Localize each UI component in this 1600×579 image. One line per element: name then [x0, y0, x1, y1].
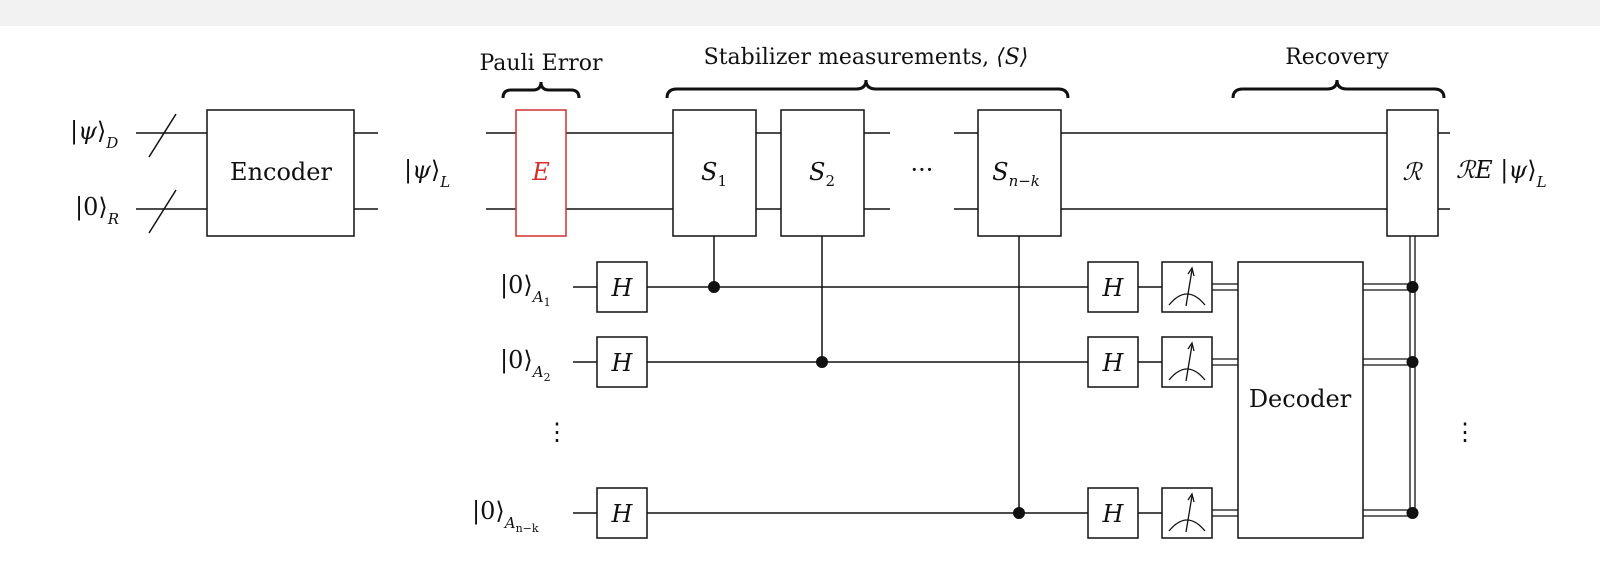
hadamard-label: H — [611, 274, 634, 302]
output-label-ket: ψ — [1508, 156, 1528, 184]
multiqubit-slash-2 — [148, 189, 177, 234]
stabilizer-heading-text: Stabilizer measurements, — [704, 45, 997, 70]
pauli-error-gate-label: E — [531, 158, 550, 186]
control-dot-s2 — [816, 356, 828, 368]
recovery-gate — [1386, 109, 1439, 237]
hadamard-label: H — [1102, 500, 1125, 528]
hadamard-gate — [596, 487, 648, 539]
classical-control-dot — [1406, 356, 1419, 368]
ancilla-1-label: |0⟩A1 — [500, 271, 551, 309]
hadamard-label: H — [611, 500, 634, 528]
pauli-error-gate — [515, 109, 567, 237]
hadamard-label: H — [1102, 274, 1125, 302]
encoder-input-zero-sub: R — [107, 210, 119, 228]
stabilizer-gate-s1 — [672, 109, 757, 237]
stabilizer-heading: Stabilizer measurements, ⟨S⟩ — [704, 45, 1029, 70]
decoder-box — [1237, 261, 1364, 539]
data-wires — [486, 132, 1450, 210]
multiqubit-slash-1 — [148, 113, 177, 158]
output-vdots: ⋮ — [1453, 418, 1477, 446]
pauli-error-heading: Pauli Error — [479, 51, 603, 76]
hadamard-column-1: H H H — [596, 261, 648, 539]
top-bar — [0, 0, 1600, 26]
logical-input-sub: L — [439, 173, 450, 191]
encoder-box — [206, 109, 355, 237]
hadamard-label: H — [611, 349, 634, 377]
hadamard-gate — [1087, 336, 1139, 388]
stabilizer-controls — [708, 236, 1025, 519]
control-dot-snk — [1013, 507, 1025, 519]
stabilizer-gate-s2-label: S2 — [809, 158, 835, 190]
output-label-sub: L — [1536, 173, 1547, 191]
recovery-gate-label: ℛ — [1402, 158, 1423, 186]
encoder-input-psi-label: |ψ⟩D — [70, 117, 118, 152]
ancilla-wires — [573, 286, 1162, 514]
stabilizer-gate-s1-label: S1 — [701, 158, 727, 190]
meter-icon — [1161, 261, 1213, 313]
hadamard-column-2: H H H — [1087, 261, 1139, 539]
encoder-input-zero-label: |0⟩R — [75, 193, 119, 228]
recovery-heading: Recovery — [1285, 45, 1389, 70]
classical-wires-to-recovery — [1363, 236, 1419, 519]
hadamard-label: H — [1102, 349, 1125, 377]
recovery-brace — [1231, 79, 1446, 99]
logical-input-label: |ψ⟩L — [404, 156, 450, 191]
encoder-input-psi-sub: D — [105, 134, 118, 152]
hadamard-gate — [596, 336, 648, 388]
classical-control-dot — [1406, 507, 1419, 519]
stabilizer-gate-s2 — [780, 109, 865, 237]
measurement-meters — [1161, 261, 1213, 539]
classical-wires-to-decoder — [1212, 283, 1238, 517]
section-headings: Pauli Error Stabilizer measurements, ⟨S⟩… — [479, 45, 1446, 99]
encoder-input-psi-ket: ψ — [78, 117, 98, 145]
decoder-label: Decoder — [1249, 385, 1352, 413]
hadamard-gate — [1087, 261, 1139, 313]
classical-control-dot — [1406, 281, 1419, 293]
stabilizer-gate-snk — [977, 109, 1062, 237]
pauli-error-brace — [501, 81, 581, 99]
stabilizer-heading-math: ⟨S⟩ — [996, 45, 1028, 70]
stabilizer-brace — [665, 79, 1070, 99]
encoder-label: Encoder — [230, 158, 332, 186]
control-dot-s1 — [708, 281, 720, 293]
logical-input-ket: ψ — [412, 156, 432, 184]
ancilla-nk-label: |0⟩An−k — [472, 497, 539, 535]
encoder-input-zero-ket: 0 — [83, 193, 98, 221]
output-label: ℛE |ψ⟩L — [1456, 156, 1547, 191]
hadamard-gate — [1087, 487, 1139, 539]
ancilla-2-label: |0⟩A2 — [500, 346, 551, 384]
meter-icon — [1161, 487, 1213, 539]
stabilizer-ellipsis: ··· — [911, 156, 934, 184]
stabilizer-gate-snk-label: Sn−k — [992, 158, 1040, 190]
hadamard-gate — [596, 261, 648, 313]
meter-icon — [1161, 336, 1213, 388]
output-label-prefix: ℛE — [1456, 156, 1500, 184]
ancilla-vdots: ⋮ — [545, 418, 569, 446]
encoder-section: |ψ⟩D |0⟩R Encoder — [70, 109, 378, 237]
